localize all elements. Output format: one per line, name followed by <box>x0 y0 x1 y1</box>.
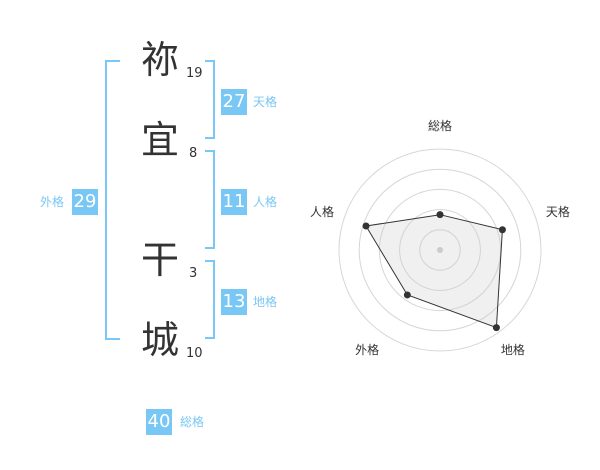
stroke-count-3: 3 <box>189 266 198 281</box>
name-char-1: 祢 <box>141 38 180 82</box>
name-char-3: 干 <box>141 238 180 282</box>
radar-point-5 <box>362 222 370 230</box>
chikaku-label: 地格 <box>253 295 278 309</box>
gaikaku-label: 外格 <box>40 195 65 209</box>
radar-point-4 <box>403 291 411 299</box>
soukaku-label: 総格 <box>180 415 205 429</box>
radar-ring <box>338 148 542 352</box>
radar-ring <box>378 188 502 312</box>
tenkaku-badge: 27 <box>221 89 247 115</box>
soukaku-badge: 40 <box>146 409 172 435</box>
chikaku-badge: 13 <box>221 289 247 315</box>
radar-ring <box>419 229 461 271</box>
radar-axis-label-5: 人格 <box>310 204 335 219</box>
gaikaku-bracket <box>105 60 120 340</box>
jinkaku-badge: 11 <box>221 189 247 215</box>
name-char-2: 宜 <box>141 118 180 162</box>
radar-ring <box>399 209 481 291</box>
radar-polygon <box>365 214 503 329</box>
radar-axis-label-3: 地格 <box>500 343 525 358</box>
radar-axis-label-1: 総格 <box>427 119 453 133</box>
stroke-count-4: 10 <box>186 346 203 361</box>
name-char-4: 城 <box>141 318 180 362</box>
tenkaku-bracket <box>205 60 215 139</box>
chikaku-bracket <box>205 260 215 339</box>
radar-point-1 <box>436 211 444 219</box>
radar-point-3 <box>492 324 500 332</box>
radar-axis-label-4: 外格 <box>355 343 380 358</box>
gaikaku-badge: 29 <box>72 189 98 215</box>
radar-point-2 <box>498 226 506 234</box>
stroke-count-2: 8 <box>189 146 198 161</box>
radar-center <box>437 247 443 253</box>
radar-axis-label-2: 天格 <box>545 204 570 219</box>
radar-ring <box>358 168 522 332</box>
stroke-count-1: 19 <box>186 66 203 81</box>
tenkaku-label: 天格 <box>253 95 278 109</box>
jinkaku-bracket <box>205 150 215 249</box>
jinkaku-label: 人格 <box>253 195 278 209</box>
